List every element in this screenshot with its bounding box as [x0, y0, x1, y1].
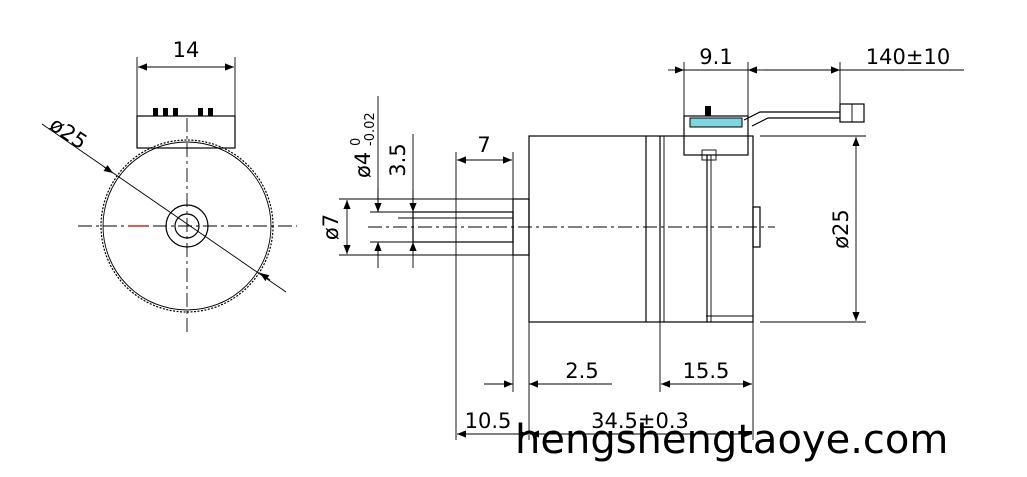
- side-view: 9.1 140±10 ø25 ø7 ø4 0 -0.02 3.5: [319, 45, 964, 440]
- body-length-dim: 34.5±0.3: [591, 409, 689, 433]
- flat-length-dim: 7: [477, 133, 490, 157]
- connector-width-dim: 9.1: [699, 45, 732, 69]
- connector-window: [689, 117, 743, 128]
- shaft-tolerance-upper: 0: [349, 138, 364, 146]
- terminal-block: [136, 115, 236, 149]
- terminal-pins: [153, 108, 213, 116]
- body-diameter-dim: ø25: [829, 209, 853, 249]
- shaft-diameter-dim: ø4: [351, 152, 375, 178]
- motor-body: [528, 135, 754, 323]
- boss-diameter-dim: ø7: [319, 214, 343, 240]
- shaft-diameter-callout: ø4 0 -0.02: [349, 112, 378, 178]
- shaft-tolerance-lower: -0.02: [363, 112, 378, 146]
- front-view: 14 ø25: [41, 38, 297, 334]
- watermark: hengshengtaoye.com: [515, 417, 948, 463]
- diameter-leader: [41, 123, 287, 293]
- lead-wire: [743, 111, 840, 121]
- front-diameter-dim: ø25: [45, 112, 91, 154]
- shaft-length-dim: 10.5: [465, 409, 512, 433]
- rear-section-dim: 15.5: [683, 359, 730, 383]
- boss-length-dim: 2.5: [565, 359, 598, 383]
- width-dim: 14: [173, 38, 200, 62]
- lead-length-dim: 140±10: [866, 45, 950, 69]
- flat-depth-dim: 3.5: [386, 143, 410, 176]
